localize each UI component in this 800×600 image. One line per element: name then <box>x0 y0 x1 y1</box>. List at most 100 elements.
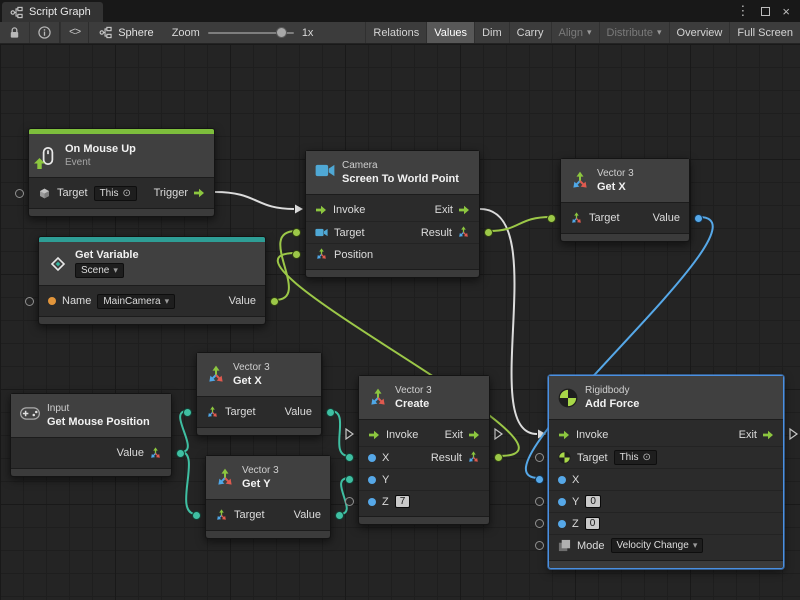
x-input-port[interactable] <box>345 453 354 462</box>
y-value-field[interactable]: 0 <box>585 495 601 508</box>
variable-name-dropdown[interactable]: MainCamera▾ <box>97 293 176 309</box>
zoom-slider[interactable] <box>207 26 294 38</box>
this-chip[interactable]: This⊙ <box>613 450 657 465</box>
node-subtitle: Event <box>65 157 91 169</box>
value-output-port[interactable] <box>694 213 703 223</box>
exit-output-port[interactable] <box>468 429 480 441</box>
target-input-port[interactable] <box>183 407 192 417</box>
node-get-y[interactable]: Vector 3 Get Y Target Value <box>192 455 344 539</box>
node-add-force[interactable]: Rigidbody Add Force Invoke Exit Target T… <box>535 375 784 569</box>
invoke-input-port[interactable] <box>315 204 327 216</box>
this-chip[interactable]: This⊙ <box>93 185 137 201</box>
result-output-port[interactable] <box>494 453 503 462</box>
y-input-port[interactable] <box>345 475 354 484</box>
event-strip <box>29 129 214 134</box>
z-value-field[interactable]: 7 <box>394 495 411 508</box>
x-label: X <box>572 473 580 486</box>
trigger-output-port[interactable] <box>193 187 205 199</box>
variable-icon <box>48 254 68 274</box>
inspect-button[interactable] <box>29 22 59 43</box>
node-type: Vector 3 <box>242 464 279 476</box>
node-get-x-top[interactable]: Vector 3 Get X Target Value <box>547 158 703 242</box>
variable-scope-dropdown[interactable]: Scene▾ <box>75 263 124 279</box>
node-title: On Mouse Up <box>65 142 136 155</box>
graph-toolbar: <> Sphere Zoom 1x Relations Values Dim C… <box>0 22 800 44</box>
value-output-port[interactable] <box>335 510 344 520</box>
result-output-port[interactable] <box>484 228 493 237</box>
node-title: Create <box>395 397 430 410</box>
target-trigger-row: Target This⊙ Trigger <box>15 182 214 204</box>
value-output-port[interactable] <box>270 296 279 306</box>
node-footer <box>197 427 321 435</box>
window-menu-icon[interactable]: ⋮ <box>736 3 750 18</box>
value-output-port[interactable] <box>326 407 335 417</box>
chevron-down-icon: ▾ <box>164 295 170 306</box>
invoke-exit-row: Invoke Exit <box>359 424 489 446</box>
mode-input-port[interactable] <box>535 541 544 550</box>
edit-code-button[interactable]: <> <box>60 22 88 43</box>
relations-button[interactable]: Relations <box>365 22 426 43</box>
node-get-mouse-position[interactable]: Input Get Mouse Position Value <box>10 393 185 477</box>
overview-button[interactable]: Overview <box>668 22 730 43</box>
z-label: Z <box>382 495 389 508</box>
target-input-port[interactable] <box>547 213 556 223</box>
camera-type-icon <box>315 226 328 239</box>
target-input-port[interactable] <box>535 453 544 462</box>
target-input-port[interactable] <box>15 188 24 198</box>
exit-output-port[interactable] <box>458 204 470 216</box>
node-footer <box>561 233 689 241</box>
value-output-port[interactable] <box>176 448 185 458</box>
trigger-label: Trigger <box>153 187 188 199</box>
z-input-port[interactable] <box>345 497 354 506</box>
values-button[interactable]: Values <box>426 22 475 43</box>
carry-button[interactable]: Carry <box>508 22 551 43</box>
node-vector3-create[interactable]: Vector 3 Create Invoke Exit X Result <box>345 375 503 525</box>
node-title: Screen To World Point <box>342 172 459 185</box>
float-type-icon <box>368 475 376 484</box>
maximize-icon[interactable] <box>761 6 771 16</box>
chevron-down-icon: ▾ <box>656 27 662 37</box>
target-input-port[interactable] <box>292 228 301 237</box>
graph-breadcrumb[interactable]: Sphere <box>89 22 163 43</box>
x-input-port[interactable] <box>535 475 544 484</box>
y-label: Y <box>382 473 390 486</box>
mode-label: Mode <box>577 539 605 552</box>
dim-button[interactable]: Dim <box>474 22 509 43</box>
position-row: Position <box>292 243 479 265</box>
distribute-button[interactable]: Distribute▾ <box>598 22 669 43</box>
result-label: Result <box>430 451 462 464</box>
name-input-port[interactable] <box>25 296 34 306</box>
chevron-down-icon: ▾ <box>586 27 592 37</box>
float-type-icon <box>558 497 566 506</box>
position-label: Position <box>334 248 374 261</box>
node-header: On Mouse Up Event <box>29 134 214 178</box>
y-input-port[interactable] <box>535 497 544 506</box>
x-row: X <box>535 468 783 490</box>
close-icon[interactable]: × <box>782 3 790 19</box>
node-get-variable[interactable]: Get Variable Scene▾ Name MainCamera▾ Val… <box>25 236 279 325</box>
invoke-input-port[interactable] <box>558 429 570 441</box>
target-label: Target <box>234 509 265 521</box>
target-input-port[interactable] <box>192 510 201 520</box>
node-screen-to-world-point[interactable]: Camera Screen To World Point Invoke Exit… <box>292 150 493 278</box>
lock-button[interactable] <box>0 22 29 43</box>
zoom-slider-handle[interactable] <box>275 26 287 38</box>
full-screen-button[interactable]: Full Screen <box>729 22 800 43</box>
tab-script-graph[interactable]: Script Graph <box>2 2 103 22</box>
camera-icon <box>315 163 335 183</box>
node-on-mouse-up[interactable]: On Mouse Up Event Target This⊙ Trigger <box>15 128 215 217</box>
node-footer <box>39 316 265 324</box>
align-button[interactable]: Align▾ <box>550 22 599 43</box>
mode-dropdown[interactable]: Velocity Change▾ <box>610 538 704 553</box>
result-label: Result <box>420 226 452 239</box>
z-value-field[interactable]: 0 <box>584 517 601 530</box>
z-input-port[interactable] <box>535 519 544 528</box>
position-input-port[interactable] <box>292 250 301 259</box>
node-get-x[interactable]: Vector 3 Get X Target Value <box>183 352 335 436</box>
float-type-icon <box>558 475 566 484</box>
vector3-type-icon <box>206 406 219 419</box>
lock-icon <box>8 26 21 39</box>
invoke-label: Invoke <box>333 204 366 216</box>
invoke-input-port[interactable] <box>368 429 380 441</box>
exit-output-port[interactable] <box>762 429 774 441</box>
